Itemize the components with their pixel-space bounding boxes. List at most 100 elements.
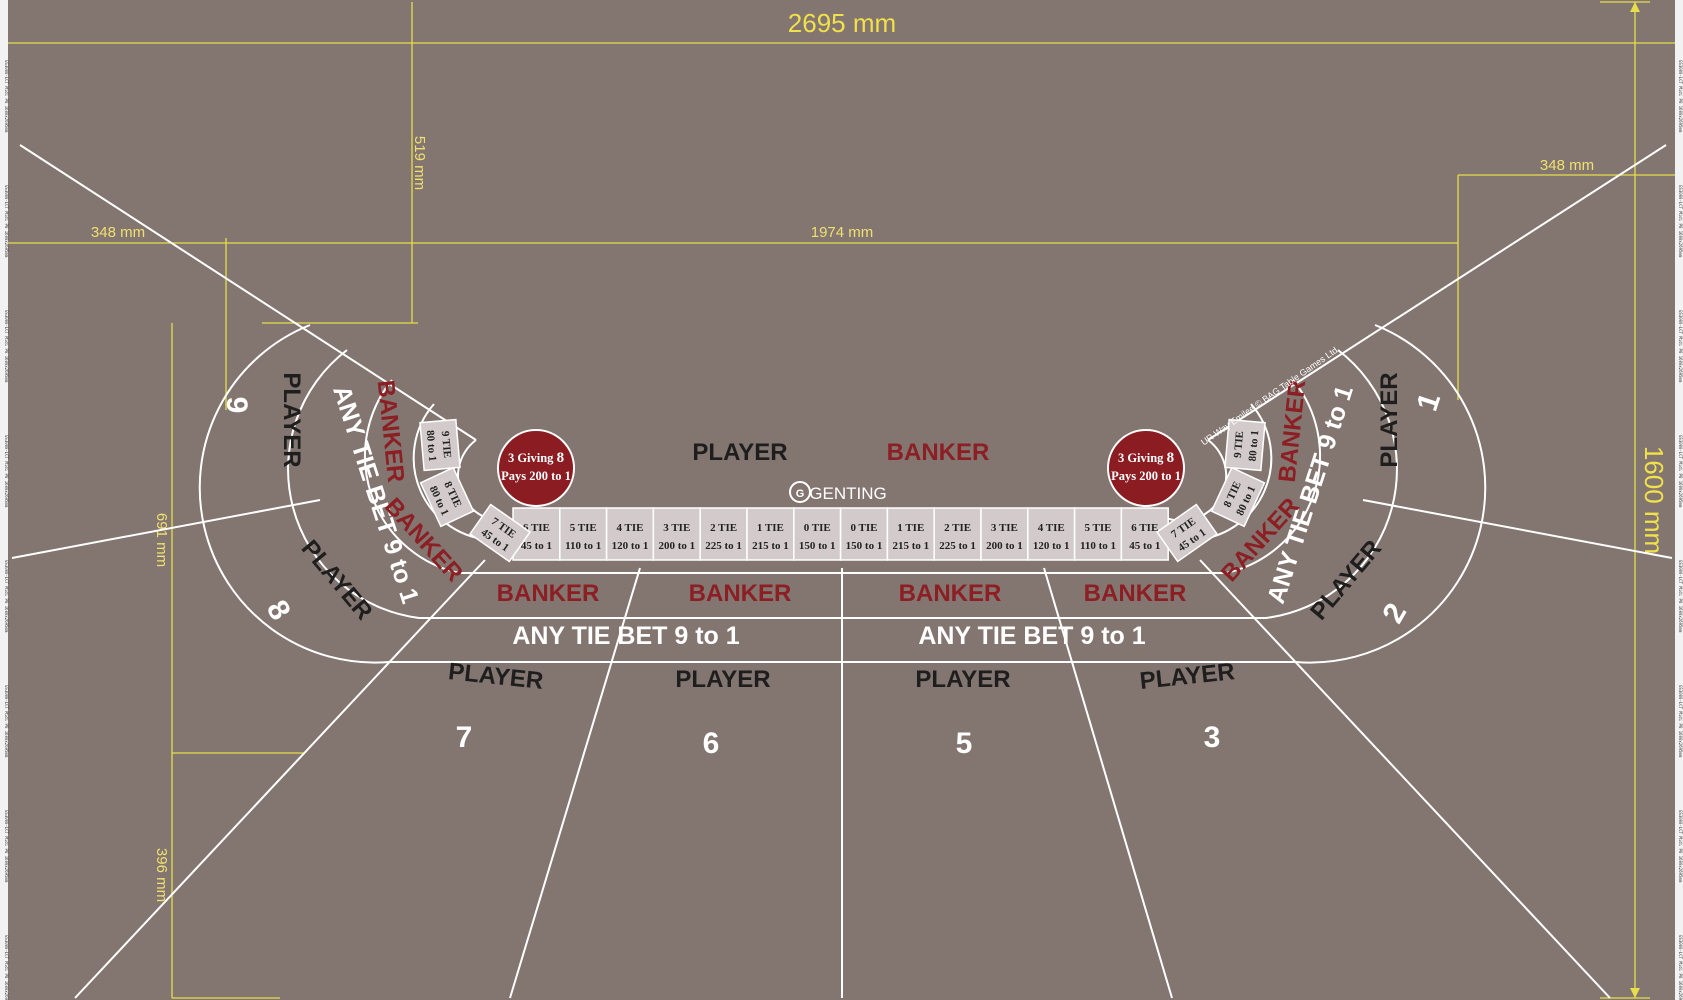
strip-label: GS3000-LCT Midi P8 1600x2695mm [4,435,9,508]
strip-label: GS3000-LCT Midi P8 1600x2695mm [1678,310,1683,383]
strip-label: GS3000-LCT Midi P8 1600x2695mm [1678,185,1683,258]
strip-label: GS3000-LCT Midi P8 1600x2695mm [1678,810,1683,883]
tie-box[interactable]: 1 TIE 215 to 1 [886,507,935,561]
tie-box-label: 2 TIE [710,522,737,534]
tie-box-label: 4 TIE [616,522,643,534]
tie-box[interactable]: 4 TIE 120 to 1 [605,507,655,561]
tie-box-payout: 45 to 1 [1129,540,1160,552]
dim-lower-left-upper: 691 mm [153,513,170,567]
dim-lower-left-lower: 396 mm [153,848,170,902]
bonus-right[interactable]: 3 Giving 8 Pays 200 to 1 [1107,429,1185,507]
tie-box[interactable]: 0 TIE 150 to 1 [839,507,889,561]
strip-label: GS3000-LCT Midi P8 1600x2695mm [4,685,9,758]
player-row[interactable]: PLAYER PLAYER PLAYER PLAYER [447,658,1236,695]
strip-label: GS3000-LCT Midi P8 1600x2695mm [1678,560,1683,633]
tie-box-label: 2 TIE [944,522,971,534]
tie-box-payout: 225 to 1 [939,540,976,552]
tie-box-payout: 45 to 1 [521,540,552,552]
corner-tie-payout: 80 to 1 [1247,430,1262,462]
genting-logo-icon [789,481,811,503]
tie-box-payout: 150 to 1 [799,540,836,552]
corner-tie-label: 9 TIE [439,430,453,458]
center-player-label: PLAYER [692,439,787,466]
dim-left-edge: 348 mm [91,224,145,241]
tie-box-payout: 110 to 1 [565,540,601,552]
tie-box-label: 1 TIE [757,522,784,534]
banker-row[interactable]: BANKER BANKER BANKER BANKER [497,580,1187,607]
banker-spot-5[interactable]: BANKER [899,580,1002,607]
player-spot-9[interactable]: PLAYER [278,372,305,467]
seat-number-5: 5 [956,727,973,760]
center-banker-label: BANKER [887,439,990,466]
tie-box[interactable]: 2 TIE 225 to 1 [699,507,748,561]
right-print-strip [1675,0,1683,1000]
dim-height: 1600 mm [1639,446,1669,554]
seat-number-7: 7 [456,721,473,754]
tie-box-label: 0 TIE [850,522,877,534]
tie-box[interactable]: 3 TIE 200 to 1 [652,507,701,561]
tie-box-payout: 150 to 1 [846,540,883,552]
seat-number-3: 3 [1204,721,1221,754]
tie-box-payout: 215 to 1 [752,540,789,552]
strip-label: GS3000-LCT Midi P8 1600x2695mm [4,310,9,383]
bonus-right-payout: Pays 200 to 1 [1111,469,1181,483]
tie-box-payout: 120 to 1 [1033,540,1070,552]
strip-label: GS3000-LCT Midi P8 1600x2695mm [4,60,9,133]
tie-box-label: 6 TIE [1131,522,1158,534]
dim-top-offset: 519 mm [411,136,428,190]
tie-box-label: 4 TIE [1038,522,1065,534]
player-spot-1[interactable]: PLAYER [1376,372,1403,467]
tie-box[interactable]: 2 TIE 225 to 1 [933,507,982,561]
corner-tie-payout: 80 to 1 [424,430,439,462]
bonus-left[interactable]: 3 Giving 8 Pays 200 to 1 [497,429,575,507]
player-spot-6[interactable]: PLAYER [675,666,770,693]
tie-box[interactable]: 4 TIE 120 to 1 [1027,507,1076,561]
seat-number-6: 6 [703,727,720,760]
seat-number-9: 9 [220,397,253,414]
left-print-strip [0,0,8,1000]
bonus-left-payout: Pays 200 to 1 [501,469,571,483]
genting-logo: G GENTING [789,481,887,503]
tie-box-label: 3 TIE [663,522,690,534]
strip-label: GS3000-LCT Midi P8 1600x2695mm [1678,60,1683,133]
tie-box-payout: 120 to 1 [612,540,649,552]
any-tie-left[interactable]: ANY TIE BET 9 to 1 [512,622,739,650]
strip-label: GS3000-LCT Midi P8 1600x2695mm [1678,935,1683,1000]
tie-box-label: 3 TIE [991,522,1018,534]
dim-width: 2695 mm [788,8,896,38]
tie-box[interactable]: 1 TIE 215 to 1 [746,507,795,561]
strip-label: GS3000-LCT Midi P8 1600x2695mm [4,185,9,258]
strip-label: GS3000-LCT Midi P8 1600x2695mm [1678,435,1683,508]
corner-tie-label: 9 TIE [1232,430,1246,458]
tie-box-payout: 225 to 1 [705,540,742,552]
player-spot-5[interactable]: PLAYER [915,666,1010,693]
banker-spot-7[interactable]: BANKER [497,580,600,607]
any-tie-right[interactable]: ANY TIE BET 9 to 1 [918,622,1145,650]
strip-label: GS3000-LCT Midi P8 1600x2695mm [4,560,9,633]
tie-box-label: 1 TIE [897,522,924,534]
genting-wordmark: GENTING [809,484,886,503]
svg-text:3 Giving 8: 3 Giving 8 [1118,450,1174,466]
right-strip-labels: GS3000-LCT Midi P8 1600x2695mmGS3000-LCT… [1678,60,1683,1000]
any-tie-row[interactable]: ANY TIE BET 9 to 1 ANY TIE BET 9 to 1 [512,622,1145,650]
tie-box-payout: 110 to 1 [1080,540,1116,552]
tie-box-payout: 200 to 1 [658,540,695,552]
banker-spot-6[interactable]: BANKER [689,580,792,607]
dim-right-edge: 348 mm [1540,157,1594,174]
dim-inner-span: 1974 mm [811,224,874,241]
tie-box-payout: 215 to 1 [892,540,929,552]
svg-text:G: G [796,488,805,500]
banker-spot-3[interactable]: BANKER [1084,580,1187,607]
strip-label: GS3000-LCT Midi P8 1600x2695mm [1678,685,1683,758]
